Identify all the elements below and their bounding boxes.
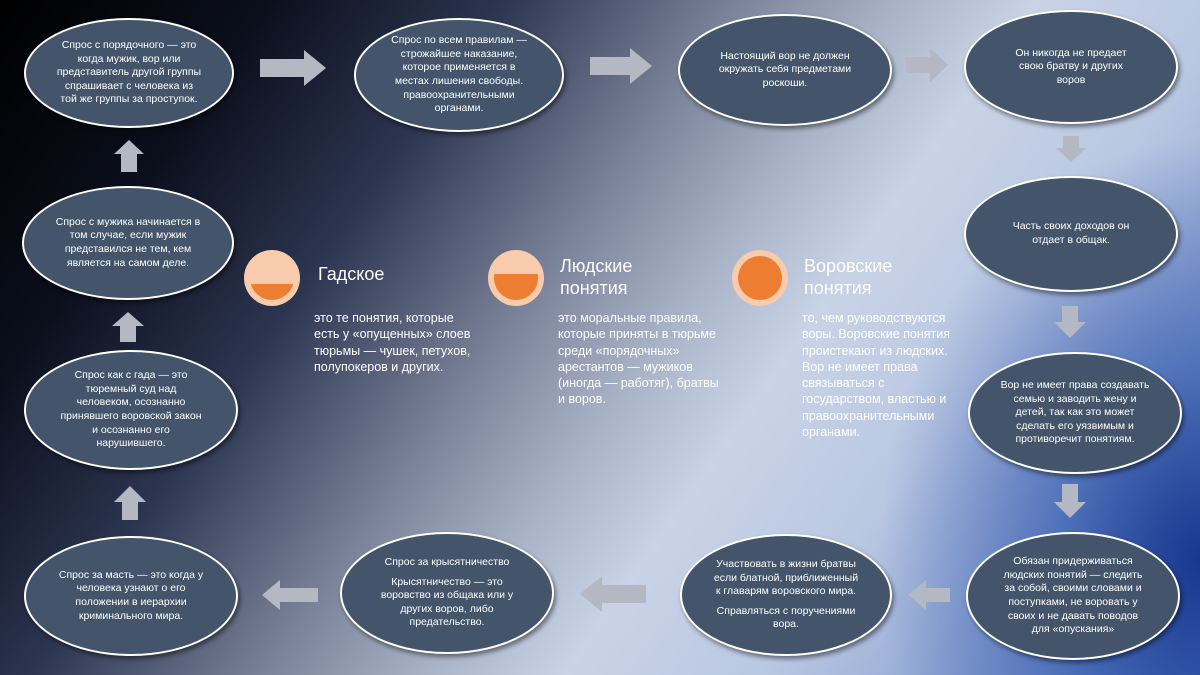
node-text: Вор не имеет права создавать семью и зав… (1000, 378, 1150, 446)
legend-description: это те понятия, которые есть у «опущенны… (314, 311, 471, 374)
arrow-left-icon (580, 576, 646, 612)
legend-description: то, чем руководствуются воры. Воровские … (802, 311, 951, 439)
node-text: Крысятничество — это воровство из общака… (380, 575, 514, 629)
full-fill-circle-icon (732, 250, 788, 306)
node-text: Он никогда не предает свою братву и друг… (1015, 46, 1127, 86)
legend-title: Воровские понятия (804, 256, 893, 298)
arrow-up-icon (114, 140, 144, 172)
node-text: Спрос за масть — это когда у человека уз… (58, 568, 204, 622)
node-text: Обязан придерживаться людских понятий — … (1003, 555, 1143, 636)
node-spros-kak-s-gada: Спрос как с гада — это тюремный суд над … (24, 350, 238, 470)
node-text: Настоящий вор не должен окружать себя пр… (718, 49, 852, 89)
node-text: Спрос с порядочного — это когда мужик, в… (56, 38, 202, 106)
legend-title: Гадское (318, 264, 385, 284)
arrow-left-icon (262, 580, 318, 610)
node-text: Часть своих доходов он отдает в общак. (1012, 220, 1130, 246)
partial-fill-circle-icon (244, 250, 300, 306)
arrow-down-icon (1056, 136, 1086, 162)
node-spros-za-mast: Спрос за масть — это когда у человека уз… (24, 536, 238, 656)
arrow-up-icon (114, 486, 146, 520)
node-dokhody-v-obshchak: Часть своих доходов он отдает в общак. (964, 176, 1178, 292)
node-spros-po-pravilam: Спрос по всем правилам — строжайшее нака… (354, 18, 564, 132)
arrow-left-icon (908, 580, 950, 610)
node-lyudskie-ponyatiya-obyazannost: Обязан придерживаться людских понятий — … (966, 532, 1180, 660)
node-text: Спрос как с гада — это тюремный суд над … (60, 369, 202, 450)
node-spros-s-poryadochnogo: Спрос с порядочного — это когда мужик, в… (24, 18, 234, 128)
arrow-right-icon (590, 48, 652, 84)
arrow-down-icon (1054, 484, 1086, 518)
node-text: Спрос за крысятничество (384, 555, 510, 568)
node-vor-ne-sozdaet-semyu: Вор не имеет права создавать семью и зав… (968, 352, 1182, 474)
node-vor-ne-okruzhaet-roskoshyu: Настоящий вор не должен окружать себя пр… (678, 14, 892, 126)
node-spros-s-muzhika: Спрос с мужика начинается в том случае, … (22, 186, 234, 300)
node-ne-predaet-bratvu: Он никогда не предает свою братву и друг… (964, 10, 1178, 124)
legend-title: Людские понятия (560, 256, 633, 298)
node-uchastvovat-v-zhizni-bratvy: Участвовать в жизни братвы если блатной,… (680, 534, 892, 656)
node-text: Участвовать в жизни братвы если блатной,… (713, 557, 859, 598)
legend-description: это моральные правила, которые приняты в… (558, 311, 719, 407)
node-text: Спрос с мужика начинается в том случае, … (55, 215, 201, 269)
half-fill-circle-icon (488, 250, 544, 306)
node-text: Спрос по всем правилам — строжайшее нака… (391, 34, 527, 115)
arrow-down-icon (1054, 306, 1086, 338)
arrow-right-icon (260, 50, 326, 86)
arrow-right-icon (906, 48, 948, 82)
node-text: Справляться с поручениями вора. (716, 604, 856, 631)
arrow-up-icon (112, 312, 144, 342)
